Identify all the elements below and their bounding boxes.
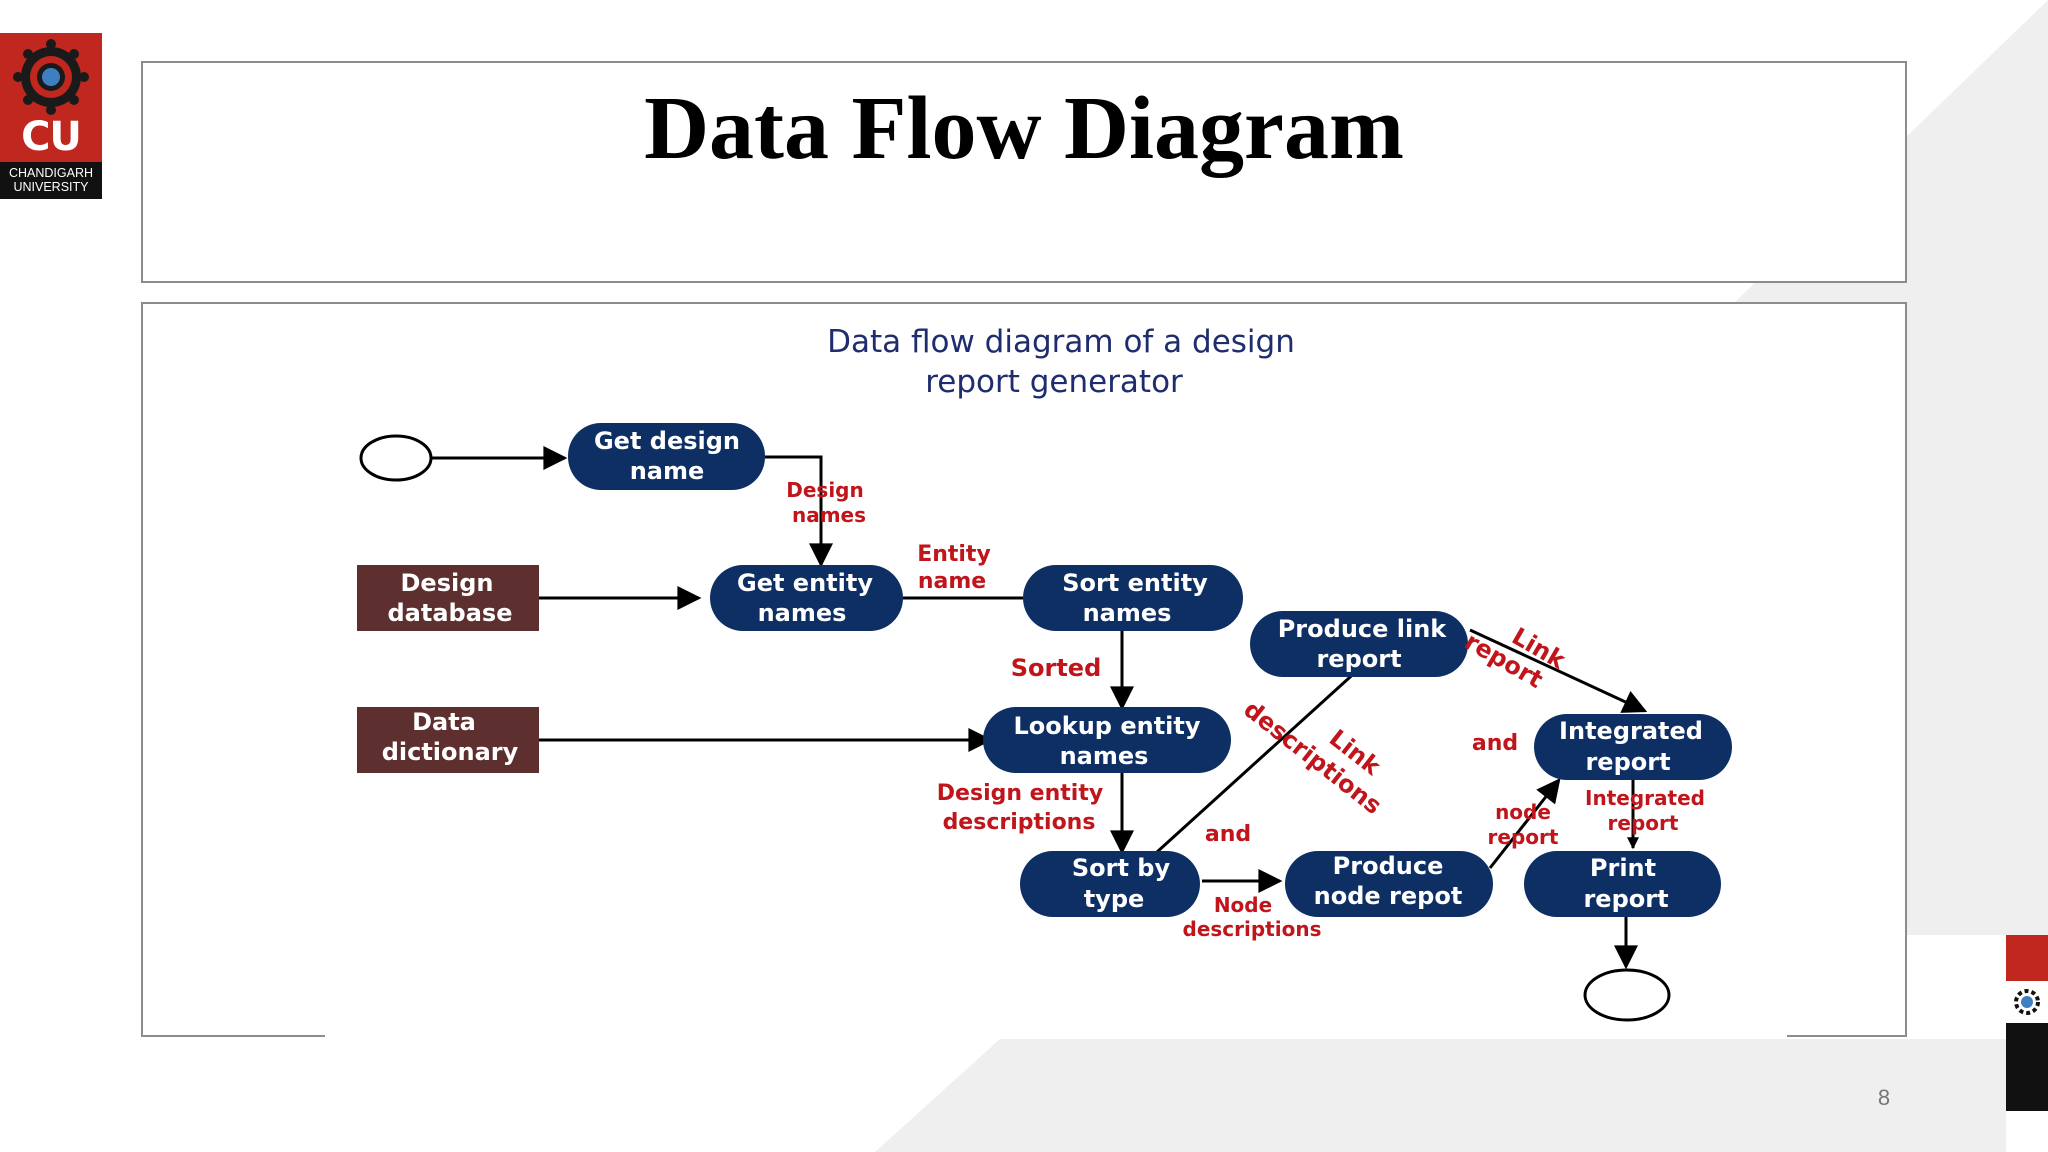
end-terminal: [1583, 968, 1671, 1022]
process-get-design-name-line2: name: [630, 457, 705, 485]
diagram-title-line1: Data flow diagram of a design: [827, 324, 1295, 360]
start-terminal: [359, 434, 433, 482]
data-flow-diagram: Data flow diagram of a design report gen…: [357, 324, 1732, 1022]
label-entity-name-line1: Entity: [917, 542, 991, 567]
store-data-dictionary-line1: Data: [412, 708, 476, 736]
store-design-database-line1: Design: [401, 569, 494, 597]
process-produce-node-report: [1285, 851, 1493, 917]
decor-triangle-bottom: [875, 1039, 2006, 1152]
gear-emblem-icon: [13, 39, 89, 115]
process-produce-link-report-line1: Produce link: [1278, 615, 1448, 643]
process-lookup-entity-names-line2: names: [1060, 742, 1149, 770]
process-produce-node-report-line1: Produce: [1333, 852, 1444, 880]
slide-title: Data Flow Diagram: [644, 79, 1404, 178]
decor-band-right: [1907, 302, 2048, 935]
process-print-report: [1524, 851, 1721, 917]
label-design-names-line1: Design: [786, 478, 863, 502]
label-and-1: and: [1205, 822, 1251, 847]
university-logo: CU CHANDIGARH UNIVERSITY: [0, 33, 102, 199]
gear-icon: [2014, 989, 2040, 1015]
flow-node-report: [1488, 778, 1561, 869]
side-strip-gear: [2006, 981, 2048, 1023]
process-print-report-line1: Print: [1590, 854, 1656, 882]
process-get-entity-names-line1: Get entity: [737, 569, 873, 597]
process-sort-by-type-line2: type: [1084, 885, 1145, 913]
process-produce-node-report-line2: node repot: [1314, 882, 1463, 910]
flow-link-report: [1469, 628, 1648, 713]
title-placeholder: Data Flow Diagram: [141, 61, 1907, 283]
logo-name-line2: UNIVERSITY: [13, 180, 89, 194]
store-data-dictionary-line2: dictionary: [382, 738, 519, 766]
side-strip-black: [2006, 1023, 2048, 1111]
diagram-title-line2: report generator: [925, 364, 1183, 400]
label-design-entity-descriptions-line2: descriptions: [943, 810, 1096, 835]
label-and-2: and: [1472, 731, 1518, 756]
label-integrated-report-line1: Integrated: [1585, 786, 1705, 810]
process-integrated-report-line2: report: [1585, 748, 1670, 776]
process-integrated-report-line1: Integrated: [1559, 717, 1703, 745]
process-sort-entity-names-line1: Sort entity: [1062, 569, 1208, 597]
flow-link-descriptions: [1155, 647, 1383, 854]
process-sort-by-type: [1020, 851, 1200, 917]
process-sort-by-type-line1: Sort by: [1072, 854, 1171, 882]
page-number: 8: [1877, 1085, 1891, 1110]
process-produce-link-report-line2: report: [1316, 645, 1401, 673]
process-integrated-report: [1534, 714, 1732, 780]
store-design-database-line2: database: [388, 599, 513, 627]
label-sorted: Sorted: [1011, 654, 1102, 682]
label-design-entity-descriptions-line1: Design entity: [937, 781, 1103, 806]
label-node-report-line2: report: [1488, 825, 1559, 849]
store-data-dictionary: [357, 707, 539, 773]
process-get-entity-names: [710, 565, 903, 631]
flow-design-names: [765, 455, 833, 568]
process-sort-entity-names-line2: names: [1083, 599, 1172, 627]
label-design-names-line2: names: [792, 503, 866, 527]
label-entity-name-line2: name: [918, 569, 986, 594]
process-get-entity-names-line2: names: [758, 599, 847, 627]
data-flow-diagram-image: Data flow diagram of a design report gen…: [325, 310, 1787, 1039]
process-lookup-entity-names: [983, 707, 1231, 773]
label-node-descriptions-line1: Node: [1214, 893, 1272, 917]
store-design-database: [357, 565, 539, 631]
label-node-report-line1: node: [1495, 800, 1551, 824]
side-strip-red: [2006, 935, 2048, 981]
label-integrated-report-line2: report: [1608, 811, 1679, 835]
logo-initials: CU: [21, 114, 82, 160]
label-node-descriptions-line2: descriptions: [1183, 917, 1322, 941]
process-lookup-entity-names-line1: Lookup entity: [1013, 712, 1200, 740]
process-get-design-name: [568, 423, 765, 490]
process-get-design-name-line1: Get design: [594, 427, 740, 455]
process-sort-entity-names: [1023, 565, 1243, 631]
process-produce-link-report: [1250, 611, 1468, 677]
process-print-report-line2: report: [1583, 885, 1668, 913]
logo-university-name: CHANDIGARH UNIVERSITY: [0, 162, 102, 199]
logo-name-line1: CHANDIGARH: [8, 166, 94, 180]
